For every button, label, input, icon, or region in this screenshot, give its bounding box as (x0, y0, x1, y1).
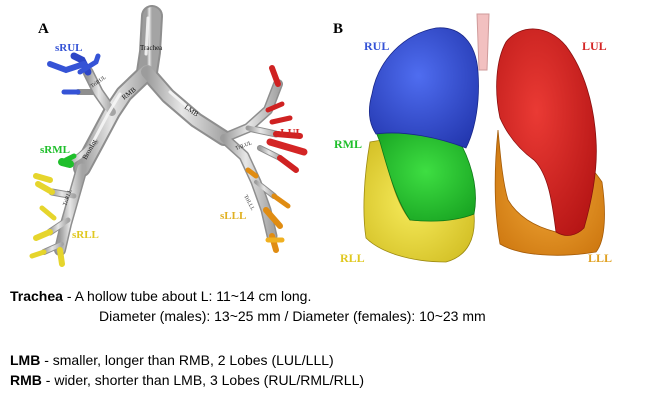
label-srll: sRLL (72, 229, 99, 241)
caption-rmb-text: - wider, shorter than LMB, 3 Lobes (RUL/… (41, 372, 365, 388)
label-rll: RLL (340, 251, 365, 265)
airway-label-trirll: TriRLL (62, 188, 74, 207)
label-slul: sLUL (276, 127, 303, 139)
label-slll: sLLL (220, 210, 246, 222)
label-lul: LUL (582, 39, 607, 53)
panel-b-letter: B (333, 21, 343, 37)
caption: Trachea - A hollow tube about L: 11~14 c… (10, 286, 640, 390)
airway-label-trachea: Trachea (140, 44, 163, 52)
label-rul: RUL (364, 39, 389, 53)
panel-a-letter: A (38, 21, 49, 37)
label-rml: RML (334, 137, 362, 151)
lung-airway-figure: A (29, 5, 612, 267)
panel-a: A (29, 5, 308, 267)
lobe-lul (496, 28, 597, 236)
label-srml: sRML (40, 144, 70, 156)
trachea-stub (476, 13, 490, 71)
caption-diameter-line: Diameter (males): 13~25 mm / Diameter (f… (99, 308, 486, 324)
segment-sRML (58, 153, 77, 168)
panel-b: B RUL LUL RML RLL LLL (333, 13, 612, 265)
caption-lmb-line: LMB - smaller, longer than RMB, 2 Lobes … (10, 350, 640, 370)
label-lll: LLL (588, 251, 612, 265)
caption-lmb-term: LMB (10, 352, 41, 368)
segment-sLLL (245, 167, 291, 253)
segment-sLUL (265, 65, 308, 173)
caption-trachea-line: Trachea - A hollow tube about L: 11~14 c… (10, 286, 640, 306)
caption-lmb-text: - smaller, longer than RMB, 2 Lobes (LUL… (40, 352, 334, 368)
airway-label-trilul: TriLUL (235, 140, 254, 152)
caption-rmb-line: RMB - wider, shorter than LMB, 3 Lobes (… (10, 370, 640, 390)
caption-trachea-term: Trachea (10, 288, 63, 304)
lobe-rul (368, 27, 479, 149)
caption-trachea-text: - A hollow tube about L: 11~14 cm long. (62, 288, 312, 304)
segment-sRLL (29, 173, 65, 267)
label-srul: sRUL (55, 42, 83, 54)
lobe-rll (363, 139, 475, 263)
caption-rmb-term: RMB (10, 372, 42, 388)
segment-sRUL (47, 52, 101, 95)
